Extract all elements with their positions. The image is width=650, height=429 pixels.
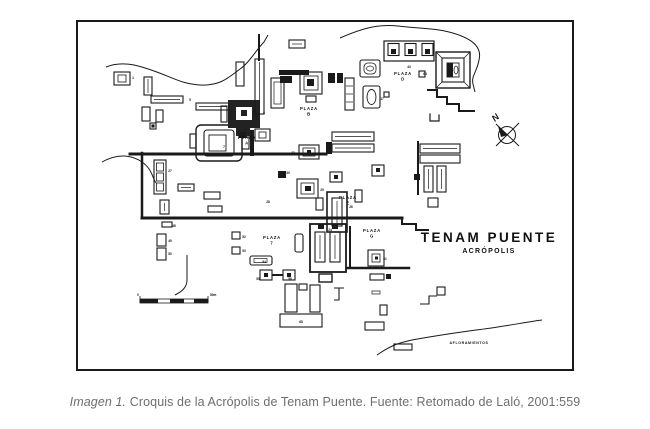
- map-text-label: 8: [263, 111, 265, 115]
- structure-number-labels: 1 5 7 8 17 23 24 26 27 28 29 30 43 48 49 50 52 53 54 55 56 61…: [132, 65, 427, 324]
- map-text-label: PLAZA: [394, 71, 412, 76]
- map-subtitle: ACRÓPOLIS: [462, 246, 515, 255]
- map-text-label: G: [370, 234, 374, 239]
- map-text-label: 49: [168, 239, 172, 243]
- map-text-label: PLAZA: [339, 195, 357, 200]
- map-text-label: PLAZA: [263, 235, 281, 240]
- map-text-label: 7: [223, 145, 225, 149]
- figure-caption: Imagen 1. Croquis de la Acrópolis de Ten…: [0, 395, 650, 409]
- map-text-label: B: [307, 112, 311, 117]
- map-text-label: A: [245, 141, 249, 146]
- north-label: N: [490, 111, 502, 123]
- map-text-label: 26: [349, 205, 353, 209]
- afloramientos-label: AFLORAMIENTOS: [449, 341, 488, 345]
- map-text-label: 24: [328, 228, 332, 232]
- map-text-label: 61: [383, 257, 387, 261]
- map-text-label: 27: [168, 169, 172, 173]
- map-text-label: PLAZA: [300, 106, 318, 111]
- map-text-label: 17: [380, 97, 384, 101]
- map-text-label: 23: [291, 151, 295, 155]
- map-text-label: 43: [407, 65, 411, 69]
- scale-left-label: 0: [137, 293, 139, 297]
- map-text-label: 68: [299, 320, 303, 324]
- map-text-label: 5: [189, 98, 191, 102]
- scale-bar: 0 50m: [137, 293, 217, 304]
- map-text-label: 7: [270, 241, 273, 246]
- caption-number: Imagen 1.: [69, 395, 127, 409]
- compass-needle: [498, 126, 508, 137]
- structures: [113, 39, 471, 351]
- map-text-label: 28: [266, 200, 270, 204]
- map-text-label: E: [346, 201, 350, 206]
- map-text-label: 64: [423, 72, 427, 76]
- map-text-label: 52: [242, 235, 246, 239]
- structure-24: [309, 223, 347, 283]
- afloramientos-contour: [376, 319, 543, 356]
- map-title: TENAM PUENTE: [421, 230, 558, 245]
- site-map-figure: N 0 50m TENAM PUENTE ACRÓPOLIS AFLORAMIE…: [76, 20, 574, 371]
- map-text-label: 53: [242, 249, 246, 253]
- map-text-label: 50: [168, 252, 172, 256]
- map-text-label: 54: [262, 260, 266, 264]
- acropolis-map: N 0 50m TENAM PUENTE ACRÓPOLIS AFLORAMIE…: [101, 25, 558, 356]
- map-text-label: PLAZA: [238, 135, 256, 140]
- map-text-label: 56: [288, 277, 292, 281]
- map-text-label: PLAZA: [363, 228, 381, 233]
- north-compass: N: [490, 111, 520, 147]
- map-text-label: 29: [320, 188, 324, 192]
- map-text-label: 48: [172, 224, 176, 228]
- caption-text: Croquis de la Acrópolis de Tenam Puente.…: [126, 395, 581, 409]
- pyramid-northeast: [435, 51, 471, 89]
- terrace-platform-lines: [128, 34, 475, 270]
- map-text-label: D: [401, 77, 405, 82]
- map-text-label: 1: [132, 76, 134, 80]
- map-text-label: 30: [286, 171, 290, 175]
- map-text-label: 55: [256, 277, 260, 281]
- scale-right-label: 50m: [210, 293, 217, 297]
